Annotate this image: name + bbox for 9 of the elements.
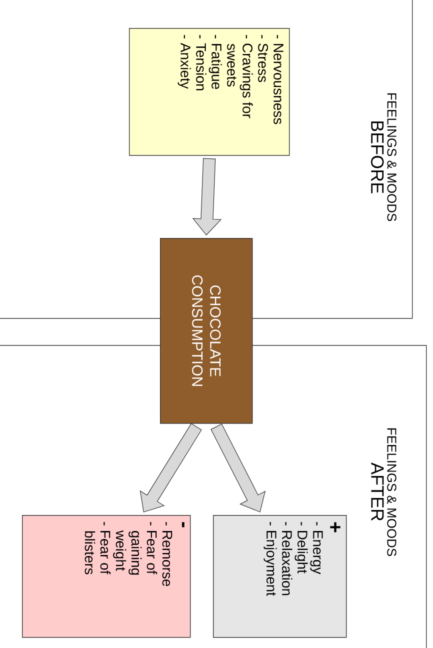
process-box: CHOCOLATE CONSUMPTION (160, 238, 253, 424)
block-arrow (210, 424, 266, 512)
panel-title: FEELINGS & MOODS AFTER (371, 428, 396, 556)
note-box: + - Energy - Delight - Relaxation - Enjoyment (213, 515, 347, 638)
note-box: - - Remorse - Fear of gaining weight - Fear of blisters (22, 515, 191, 638)
block-arrow (192, 158, 222, 236)
block-arrow (140, 423, 202, 512)
note-box: - Nervousness - Stress - Cravings for sweets - Fatigue - Tension - Anxiety (129, 28, 290, 156)
panel-title: FEELINGS & MOODS BEFORE (371, 93, 396, 222)
